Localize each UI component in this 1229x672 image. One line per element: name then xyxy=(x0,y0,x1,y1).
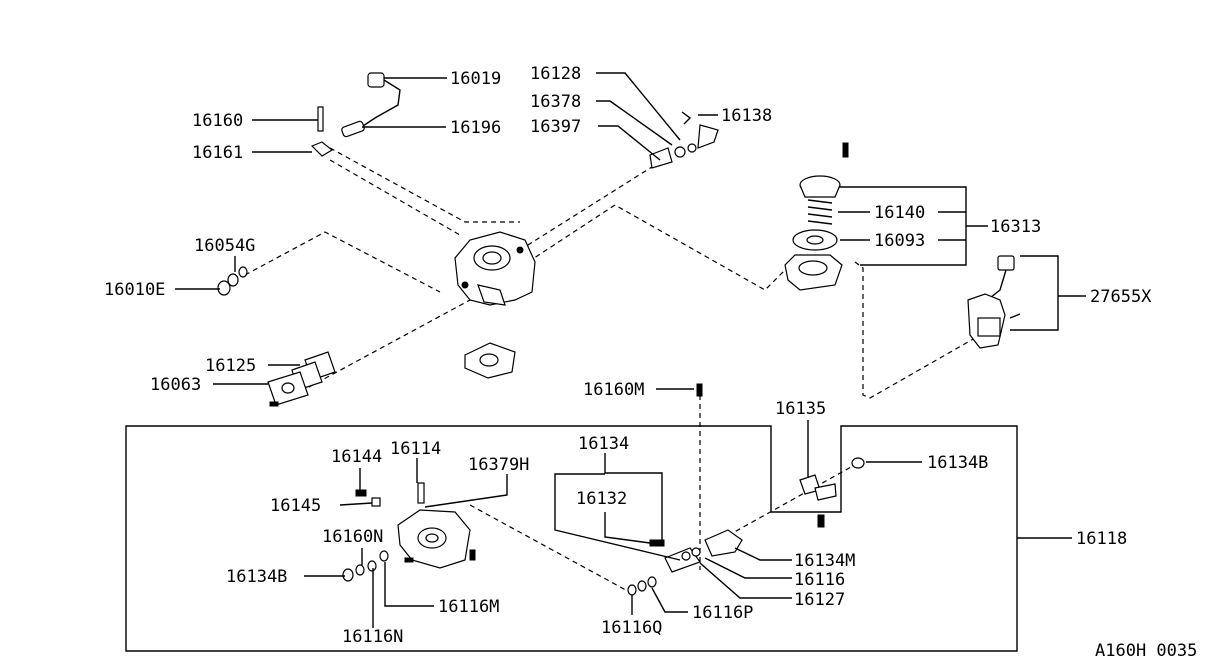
part-label-16128: 16128 xyxy=(530,64,581,84)
part-label-16140: 16140 xyxy=(874,203,925,223)
part-label-16116N: 16116N xyxy=(342,627,403,647)
choke-cable-parts xyxy=(310,72,401,157)
part-label-16063: 16063 xyxy=(150,375,201,395)
part-label-16125: 16125 xyxy=(205,356,256,376)
part-label-16397: 16397 xyxy=(530,117,581,137)
part-label-16160N: 16160N xyxy=(322,527,383,547)
part-label-16160: 16160 xyxy=(192,111,243,131)
part-label-16160M: 16160M xyxy=(583,380,644,400)
part-label-16134: 16134 xyxy=(578,434,629,454)
part-label-16161: 16161 xyxy=(192,143,243,163)
part-label-16134M: 16134M xyxy=(794,551,855,571)
dashed-guides xyxy=(244,147,976,596)
part-label-16116M: 16116M xyxy=(438,597,499,617)
part-label-16313: 16313 xyxy=(990,217,1041,237)
carburetor-body xyxy=(454,231,536,306)
jet-parts xyxy=(217,266,248,296)
part-label-27655X: 27655X xyxy=(1090,287,1152,307)
part-label-16116P: 16116P xyxy=(692,603,753,623)
part-number-labels: 16019 16128 16378 16397 16138 16160 1619… xyxy=(104,64,1197,661)
part-label-16135: 16135 xyxy=(775,399,826,419)
part-label-16138: 16138 xyxy=(721,106,772,126)
part-label-16144: 16144 xyxy=(331,447,382,467)
part-label-16118: 16118 xyxy=(1076,529,1127,549)
part-label-16378: 16378 xyxy=(530,92,581,112)
part-label-16132: 16132 xyxy=(576,489,627,509)
leader-lines xyxy=(175,72,1086,628)
part-label-16127: 16127 xyxy=(794,590,845,610)
part-label-16010E: 16010E xyxy=(104,280,165,300)
part-label-16019: 16019 xyxy=(450,69,501,89)
part-label-16134B-right: 16134B xyxy=(927,453,988,473)
part-label-16379H: 16379H xyxy=(468,455,529,475)
diaphragm-assembly xyxy=(784,142,849,291)
insulator-parts xyxy=(267,351,336,407)
throttle-linkage-parts xyxy=(649,111,719,169)
part-label-16134B-left: 16134B xyxy=(226,567,287,587)
part-label-16145: 16145 xyxy=(270,496,321,516)
part-label-16116Q: 16116Q xyxy=(601,618,662,638)
lower-carburetor xyxy=(342,482,476,582)
solenoid-assembly xyxy=(967,255,1021,349)
gasket-part xyxy=(464,342,516,379)
part-label-16114: 16114 xyxy=(390,439,441,459)
part-label-16116: 16116 xyxy=(794,570,845,590)
diagram-code: A160H 0035 xyxy=(1095,641,1197,661)
lower-linkage-parts xyxy=(627,383,865,596)
sub-assembly-frame xyxy=(125,425,1018,652)
part-label-16093: 16093 xyxy=(874,231,925,251)
part-label-16196: 16196 xyxy=(450,118,501,138)
part-label-16054G: 16054G xyxy=(194,236,255,256)
